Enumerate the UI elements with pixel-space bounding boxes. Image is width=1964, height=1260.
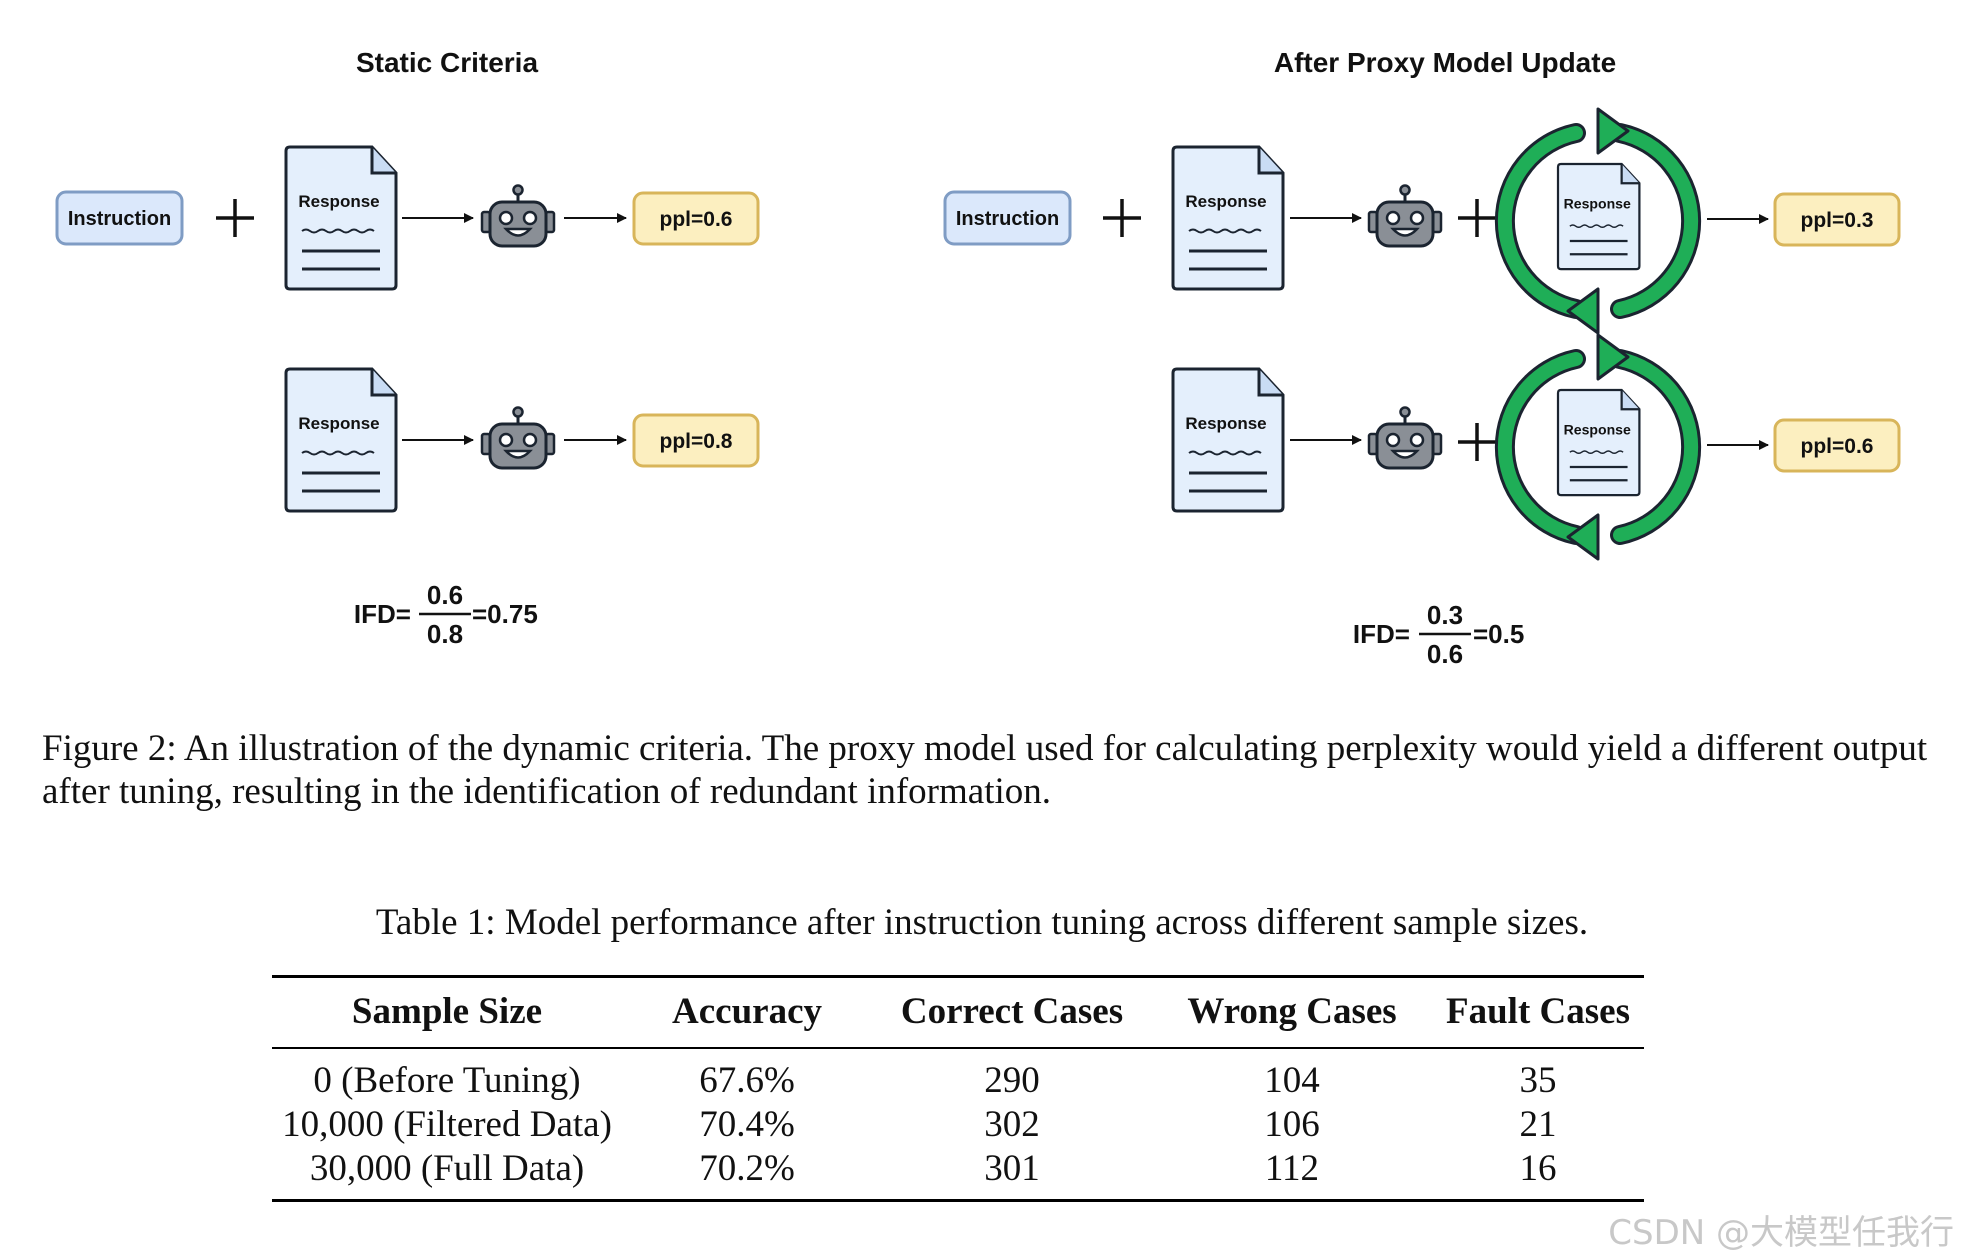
figure-caption: Figure 2: An illustration of the dynamic… (42, 728, 1928, 812)
ppl-box: ppl=0.3 (1773, 192, 1901, 247)
column-header: Fault Cases (1446, 991, 1630, 1032)
table-cell: 30,000 (Full Data) (309, 1148, 585, 1189)
response-label: Response (1185, 414, 1266, 433)
ppl-value: ppl=0.6 (1801, 435, 1874, 458)
ppl-box: ppl=0.6 (1773, 418, 1901, 473)
column-header: Correct Cases (900, 991, 1124, 1032)
plus-icon (1456, 421, 1498, 463)
table-cell: 106 (1264, 1104, 1320, 1145)
robot-icon (480, 406, 556, 470)
robot-icon (480, 184, 556, 248)
table-row: 10,000 (Filtered Data) 70.4% 302 106 21 (272, 1103, 1644, 1147)
column-header: Accuracy (672, 991, 822, 1032)
table-caption: Table 1: Model performance after instruc… (375, 902, 1589, 943)
table-cell: 16 (1519, 1148, 1557, 1189)
ifd-numerator: 0.6 (427, 580, 463, 610)
ifd-numerator: 0.3 (1427, 600, 1463, 630)
results-table: Sample Size Accuracy Correct Cases Wrong… (272, 975, 1644, 1202)
robot-icon (1367, 184, 1443, 248)
refresh-cycle-icon: Response (1505, 335, 1691, 559)
table-cell: 70.2% (699, 1148, 795, 1189)
plus-icon (1456, 197, 1498, 239)
figure-diagram: Static Criteria Instruction Response ppl… (55, 47, 1901, 669)
ifd-result: =0.5 (1473, 619, 1524, 649)
ifd-label: IFD= (1353, 619, 1410, 649)
document-icon: Response (1171, 367, 1285, 513)
table-cell: 290 (984, 1060, 1040, 1101)
ifd-result: =0.75 (472, 599, 538, 629)
robot-icon (1367, 406, 1443, 470)
right-panel: After Proxy Model Update Instruction Res… (943, 47, 1901, 669)
document-icon: Response (284, 145, 398, 291)
ppl-value: ppl=0.3 (1801, 209, 1874, 232)
left-panel: Static Criteria Instruction Response ppl… (55, 47, 760, 649)
ifd-label: IFD= (354, 599, 411, 629)
instruction-label: Instruction (68, 208, 171, 230)
table-cell: 21 (1519, 1104, 1557, 1145)
response-label: Response (1564, 195, 1631, 211)
right-panel-title: After Proxy Model Update (1274, 47, 1616, 78)
instruction-label: Instruction (956, 208, 1059, 230)
table-row: 30,000 (Full Data) 70.2% 301 112 16 (272, 1147, 1644, 1201)
table-header-row: Sample Size Accuracy Correct Cases Wrong… (272, 976, 1644, 1048)
table-cell: 301 (984, 1148, 1040, 1189)
document-icon: Response (284, 367, 398, 513)
column-header: Sample Size (351, 991, 543, 1032)
table-row: 0 (Before Tuning) 67.6% 290 104 35 (272, 1048, 1644, 1103)
instruction-box: Instruction (943, 190, 1072, 246)
watermark: CSDN @大模型任我行 (1608, 1213, 1954, 1253)
response-label: Response (1185, 192, 1266, 211)
table-cell: 104 (1264, 1060, 1320, 1101)
response-label: Response (298, 192, 379, 211)
table-cell: 302 (984, 1104, 1040, 1145)
table-cell: 10,000 (Filtered Data) (282, 1104, 612, 1145)
ppl-box: ppl=0.6 (632, 191, 760, 246)
refresh-cycle-icon: Response (1505, 109, 1691, 333)
left-panel-title: Static Criteria (356, 47, 538, 78)
ifd-denominator: 0.8 (427, 619, 463, 649)
ifd-formula: IFD= 0.3 0.6 =0.5 (1353, 600, 1524, 669)
ifd-formula: IFD= 0.6 0.8 =0.75 (354, 580, 538, 649)
ppl-value: ppl=0.6 (660, 208, 733, 231)
response-label: Response (298, 414, 379, 433)
table-cell: 70.4% (699, 1104, 795, 1145)
table-cell: 67.6% (699, 1060, 795, 1101)
document-icon: Response (1171, 145, 1285, 291)
response-label: Response (1564, 421, 1631, 437)
plus-icon (1101, 197, 1143, 239)
plus-icon (214, 197, 256, 239)
ppl-value: ppl=0.8 (660, 430, 733, 453)
instruction-box: Instruction (55, 190, 184, 246)
table-cell: 0 (Before Tuning) (313, 1060, 581, 1101)
ifd-denominator: 0.6 (1427, 639, 1463, 669)
ppl-box: ppl=0.8 (632, 413, 760, 468)
table-cell: 112 (1264, 1148, 1320, 1189)
column-header: Wrong Cases (1187, 991, 1397, 1032)
table-cell: 35 (1519, 1060, 1557, 1101)
